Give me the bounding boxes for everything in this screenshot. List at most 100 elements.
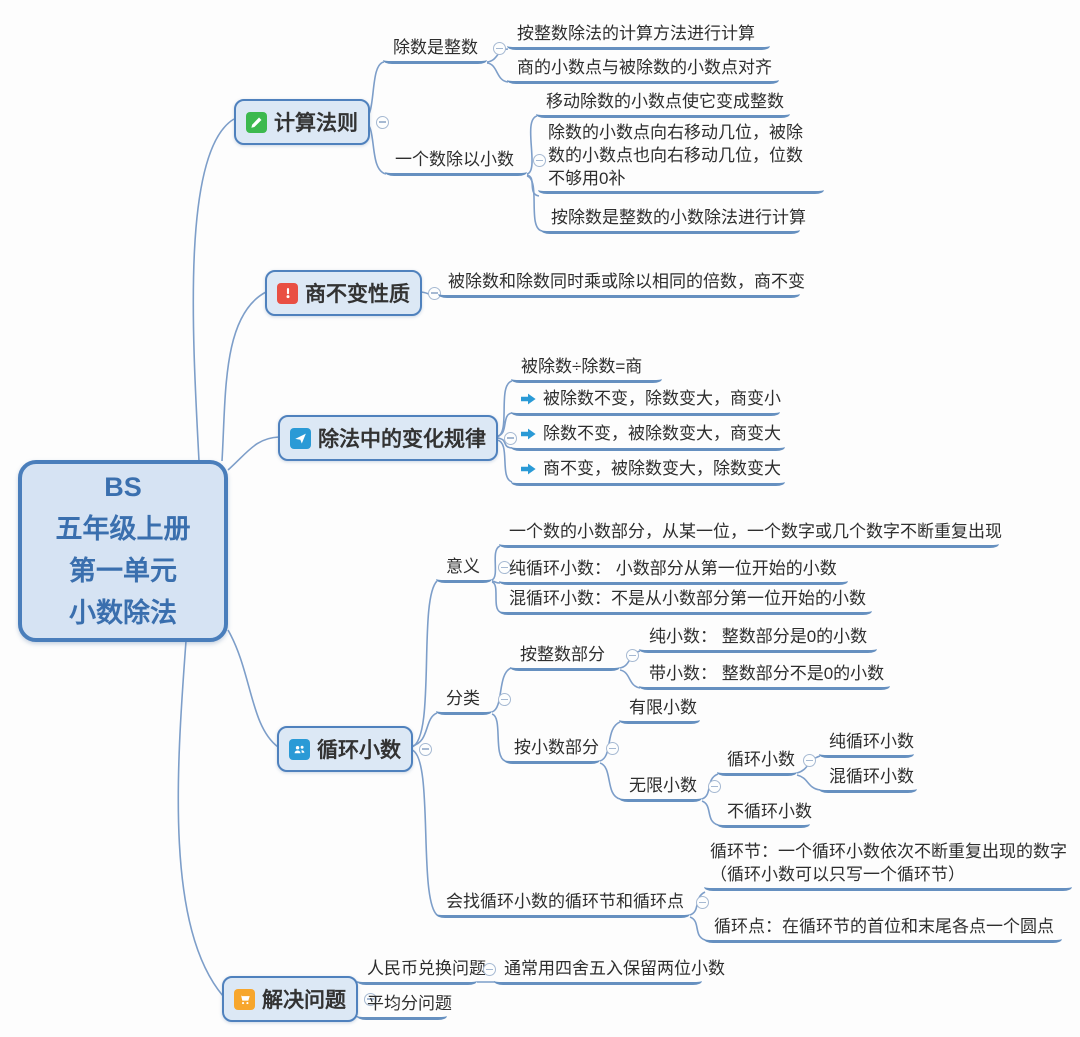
node-rmb-exchange[interactable]: 人民币兑换问题: [357, 957, 496, 985]
topic-label: 纯循环小数: [829, 732, 914, 751]
topic-label: 按整数除法的计算方法进行计算: [517, 24, 755, 43]
topic-label: 意义: [446, 557, 480, 576]
leaf-mixed-repeating[interactable]: 混循环小数: [819, 765, 917, 793]
node-divide-by-decimal[interactable]: 一个数除以小数: [385, 148, 546, 176]
collapse-icon[interactable]: [606, 742, 619, 755]
leaf-pure-decimal[interactable]: 纯小数： 整数部分是0的小数: [639, 625, 877, 653]
right-arrow-icon: [521, 458, 536, 482]
collapse-icon[interactable]: [803, 754, 816, 767]
collapse-icon[interactable]: [708, 780, 721, 793]
branch-label: 循环小数: [317, 739, 401, 762]
topic-label: 通常用四舍五入保留两位小数: [504, 959, 725, 978]
root-line-2: 五年级上册: [55, 514, 191, 545]
leaf-move-both-points[interactable]: 除数的小数点向右移动几位，被除数的小数点也向右移动几位，位数不够用0补: [538, 121, 824, 194]
topic-label: 一个数除以小数: [395, 150, 514, 169]
collapse-icon[interactable]: [626, 649, 639, 662]
leaf-pure-repeating[interactable]: 纯循环小数: [819, 730, 914, 758]
right-arrow-icon: [521, 388, 536, 412]
leaf-decimal-point-align[interactable]: 商的小数点与被除数的小数点对齐: [507, 56, 779, 84]
plane-icon: [290, 427, 311, 449]
topic-label: 被除数和除数同时乘或除以相同的倍数，商不变: [448, 272, 805, 291]
topic-label: 混循环小数：不是从小数部分第一位开始的小数: [509, 589, 866, 608]
leaf-division-formula[interactable]: 被除数÷除数=商: [511, 355, 662, 383]
node-infinite-decimal[interactable]: 无限小数: [619, 774, 721, 802]
leaf-round-to-two-decimals[interactable]: 通常用四舍五入保留两位小数: [494, 957, 725, 985]
topic-label: 除数不变，被除数变大，商变大: [543, 424, 781, 443]
leaf-repeating-definition[interactable]: 一个数的小数部分，从某一位，一个数字或几个数字不断重复出现: [499, 520, 1002, 548]
node-divisor-is-integer[interactable]: 除数是整数: [383, 36, 506, 64]
root-topic[interactable]: BS 五年级上册 第一单元 小数除法: [18, 460, 228, 642]
topic-label: 分类: [446, 689, 480, 708]
leaf-quotient-same-both-up[interactable]: 商不变，被除数变大，除数变大: [511, 457, 785, 486]
leaf-repetend-definition[interactable]: 循环节：一个循环小数依次不断重复出现的数字 （循环小数可以只写一个循环节）: [704, 840, 1072, 891]
collapse-icon[interactable]: [696, 896, 709, 909]
leaf-divisor-same-dividend-up[interactable]: 除数不变，被除数变大，商变大: [511, 422, 785, 451]
leaf-compute-as-integer-divisor[interactable]: 按除数是整数的小数除法进行计算: [541, 206, 806, 234]
topic-label: 无限小数: [629, 776, 697, 795]
topic-label: 除数的小数点向右移动几位，被除数的小数点也向右移动几位，位数不够用0补: [548, 123, 803, 188]
branch-label: 计算法则: [274, 112, 358, 135]
topic-label: 混循环小数: [829, 767, 914, 786]
topic-label: 有限小数: [629, 698, 697, 717]
leaf-finite-decimal[interactable]: 有限小数: [619, 696, 700, 724]
leaf-non-repeating[interactable]: 不循环小数: [717, 800, 812, 828]
leaf-pure-repeating-def[interactable]: 纯循环小数： 小数部分从第一位开始的小数: [499, 557, 848, 585]
leaf-integer-division-method[interactable]: 按整数除法的计算方法进行计算: [507, 22, 770, 50]
collapse-icon[interactable]: [483, 963, 496, 976]
node-meaning[interactable]: 意义: [436, 555, 511, 583]
topic-label: 会找循环小数的循环节和循环点: [446, 892, 684, 911]
node-by-decimal-part[interactable]: 按小数部分: [504, 736, 619, 764]
branch-calculation-rules[interactable]: 计算法则: [234, 99, 389, 145]
topic-label: 移动除数的小数点使它变成整数: [546, 92, 784, 111]
branch-label: 解决问题: [262, 989, 346, 1012]
topic-label-line2: （循环小数可以只写一个循环节）: [710, 865, 965, 884]
users-icon: [289, 738, 310, 760]
collapse-icon[interactable]: [504, 431, 517, 445]
collapse-icon[interactable]: [419, 742, 432, 756]
topic-label: 被除数不变，除数变大，商变小: [543, 389, 781, 408]
root-line-3: 第一单元: [69, 556, 177, 586]
collapse-icon[interactable]: [498, 693, 511, 706]
node-classification[interactable]: 分类: [436, 687, 511, 715]
node-find-repetend-and-dots[interactable]: 会找循环小数的循环节和循环点: [436, 890, 709, 918]
cart-icon: [234, 988, 255, 1010]
root-line-1: BS: [104, 472, 142, 503]
topic-label: 按整数部分: [520, 645, 605, 664]
leaf-repeat-dots-definition[interactable]: 循环点：在循环节的首位和末尾各点一个圆点: [704, 915, 1062, 943]
topic-label: 平均分问题: [367, 994, 452, 1013]
collapse-icon[interactable]: [376, 115, 389, 129]
topic-label: 不循环小数: [727, 802, 812, 821]
leaf-move-divisor-point[interactable]: 移动除数的小数点使它变成整数: [536, 90, 790, 118]
leaf-mixed-number-decimal[interactable]: 带小数： 整数部分不是0的小数: [639, 662, 890, 690]
topic-label: 按除数是整数的小数除法进行计算: [551, 208, 806, 227]
topic-label: 循环点：在循环节的首位和末尾各点一个圆点: [714, 917, 1054, 936]
exclamation-icon: [277, 282, 298, 304]
node-by-integer-part[interactable]: 按整数部分: [510, 643, 639, 671]
topic-label: 人民币兑换问题: [367, 959, 486, 978]
leaf-quotient-invariance-rule[interactable]: 被除数和除数同时乘或除以相同的倍数，商不变: [438, 270, 805, 298]
topic-label: 按小数部分: [514, 738, 599, 757]
topic-label: 一个数的小数部分，从某一位，一个数字或几个数字不断重复出现: [509, 522, 1002, 541]
branch-problem-solving[interactable]: 解决问题: [222, 976, 377, 1022]
right-arrow-icon: [521, 423, 536, 447]
topic-label: 纯小数： 整数部分是0的小数: [649, 627, 868, 646]
topic-label: 纯循环小数： 小数部分从第一位开始的小数: [509, 559, 837, 578]
topic-label: 商的小数点与被除数的小数点对齐: [517, 58, 772, 77]
collapse-icon[interactable]: [493, 42, 506, 55]
topic-label: 被除数÷除数=商: [521, 357, 643, 376]
branch-repeating-decimal[interactable]: 循环小数: [277, 726, 432, 772]
leaf-equal-share-problem[interactable]: 平均分问题: [357, 992, 452, 1020]
branch-quotient-invariance[interactable]: 商不变性质: [265, 270, 441, 316]
topic-label-line1: 循环节：一个循环小数依次不断重复出现的数字: [710, 842, 1067, 861]
topic-label: 循环小数: [727, 750, 795, 769]
branch-label: 商不变性质: [305, 283, 410, 306]
node-repeating-sub[interactable]: 循环小数: [717, 748, 816, 776]
leaf-dividend-same-divisor-up[interactable]: 被除数不变，除数变大，商变小: [511, 387, 781, 416]
topic-label: 除数是整数: [393, 38, 478, 57]
pencil-icon: [246, 111, 267, 133]
root-line-4: 小数除法: [69, 597, 177, 628]
leaf-mixed-repeating-def[interactable]: 混循环小数：不是从小数部分第一位开始的小数: [499, 587, 872, 615]
branch-division-change-rules[interactable]: 除法中的变化规律: [278, 415, 517, 461]
collapse-icon[interactable]: [533, 154, 546, 167]
topic-label: 带小数： 整数部分不是0的小数: [649, 664, 885, 683]
